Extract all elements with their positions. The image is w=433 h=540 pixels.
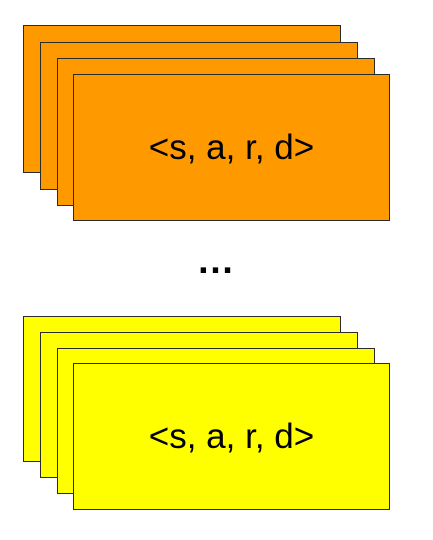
transition-tuple-label: <s, a, r, d> [148,128,315,167]
transition-tuple-label: <s, a, r, d> [148,417,315,456]
stack-card-front: <s, a, r, d> [73,363,390,510]
stack-card-front: <s, a, r, d> [73,74,390,221]
ellipsis-separator: … [196,240,237,282]
